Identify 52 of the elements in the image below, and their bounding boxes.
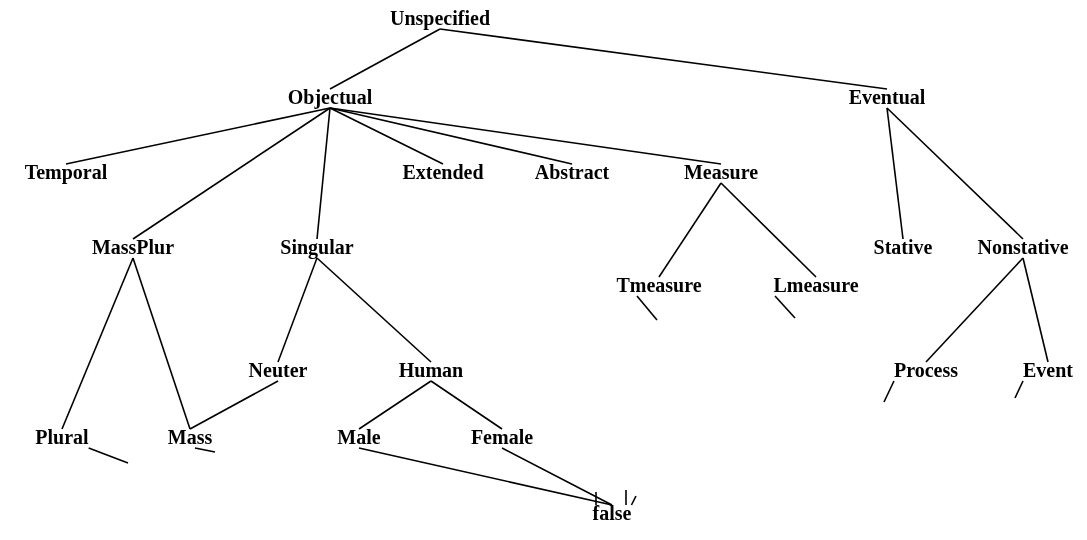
connector-line: [630, 495, 637, 506]
connector-line: [65, 107, 331, 165]
node-label: false: [592, 503, 632, 523]
connector-line: [886, 107, 904, 240]
node-label: Process: [893, 360, 959, 380]
connector-line: [658, 182, 722, 278]
connector-line: [1014, 380, 1024, 399]
connector-line: [595, 491, 597, 506]
node-label: Neuter: [248, 360, 308, 380]
connector-line: [329, 28, 441, 90]
connector-line: [194, 447, 216, 453]
node-label: Nonstative: [977, 237, 1069, 257]
connector-line: [358, 380, 432, 430]
connector-line: [886, 107, 1024, 240]
connector-line: [329, 107, 444, 165]
node-label: Plural: [35, 427, 89, 447]
connector-line: [883, 380, 895, 403]
node-label: Mass: [167, 427, 213, 447]
node-label: Female: [470, 427, 534, 447]
node-label: Eventual: [848, 87, 926, 107]
node-label: Human: [398, 360, 464, 380]
connector-line: [925, 257, 1024, 363]
node-label: Temporal: [24, 162, 108, 182]
connector-line: [316, 257, 432, 363]
connector-line: [189, 380, 279, 430]
connector-line: [132, 257, 191, 430]
node-label: Stative: [873, 237, 933, 257]
node-label: Extended: [402, 162, 484, 182]
connector-line: [87, 447, 129, 464]
node-label: Abstract: [534, 162, 610, 182]
node-label: Objectual: [287, 87, 373, 107]
connector-line: [132, 107, 331, 240]
connector-line: [439, 28, 888, 90]
node-label: Male: [337, 427, 381, 447]
node-label: Lmeasure: [773, 275, 859, 295]
connector-line: [625, 489, 627, 506]
connector-line: [329, 107, 722, 165]
node-label: Singular: [280, 237, 354, 257]
node-label: MassPlur: [91, 237, 175, 257]
connector-line: [61, 257, 134, 430]
connector-line: [1022, 257, 1049, 363]
node-label: Event: [1023, 360, 1073, 380]
connector-line: [277, 257, 318, 363]
connector-line: [720, 182, 817, 278]
node-label: Measure: [683, 162, 759, 182]
node-label: Unspecified: [390, 8, 490, 28]
connector-line: [636, 295, 658, 321]
node-label: Tmeasure: [616, 275, 702, 295]
connector-line: [774, 295, 796, 319]
connector-line: [501, 447, 613, 506]
connector-line: [316, 107, 331, 240]
connector-line: [430, 380, 503, 430]
